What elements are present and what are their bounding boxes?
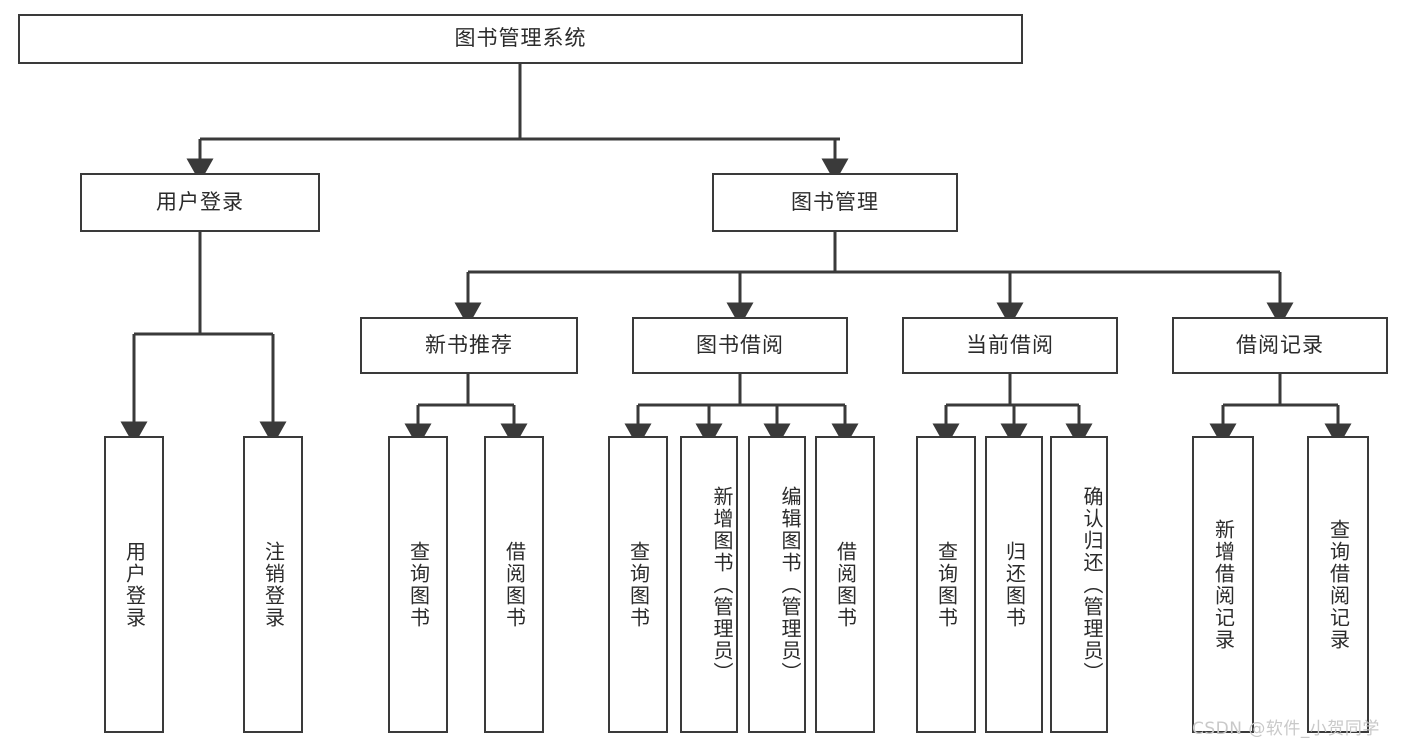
node-leaf-2[interactable]: 查询图书 [388, 436, 448, 733]
node-leaf-1[interactable]: 注销登录 [243, 436, 303, 733]
node-tier3-3[interactable]: 借阅记录 [1172, 317, 1388, 374]
node-root[interactable]: 图书管理系统 [18, 14, 1023, 64]
node-leaf-12[interactable]: 查询借阅记录 [1307, 436, 1369, 733]
node-leaf-8[interactable]: 查询图书 [916, 436, 976, 733]
node-leaf-0[interactable]: 用户登录 [104, 436, 164, 733]
node-leaf-9[interactable]: 归还图书 [985, 436, 1043, 733]
node-leaf-5[interactable]: 新增图书（管理员） [680, 436, 738, 733]
node-tier2-0[interactable]: 用户登录 [80, 173, 320, 232]
node-leaf-11[interactable]: 新增借阅记录 [1192, 436, 1254, 733]
node-tier3-0[interactable]: 新书推荐 [360, 317, 578, 374]
node-leaf-10[interactable]: 确认归还（管理员） [1050, 436, 1108, 733]
node-leaf-7[interactable]: 借阅图书 [815, 436, 875, 733]
node-tier3-1[interactable]: 图书借阅 [632, 317, 848, 374]
node-leaf-4[interactable]: 查询图书 [608, 436, 668, 733]
node-tier2-1[interactable]: 图书管理 [712, 173, 958, 232]
node-tier3-2[interactable]: 当前借阅 [902, 317, 1118, 374]
node-leaf-6[interactable]: 编辑图书（管理员） [748, 436, 806, 733]
watermark-text: CSDN @软件_小贺同学 [1192, 719, 1380, 739]
node-leaf-3[interactable]: 借阅图书 [484, 436, 544, 733]
